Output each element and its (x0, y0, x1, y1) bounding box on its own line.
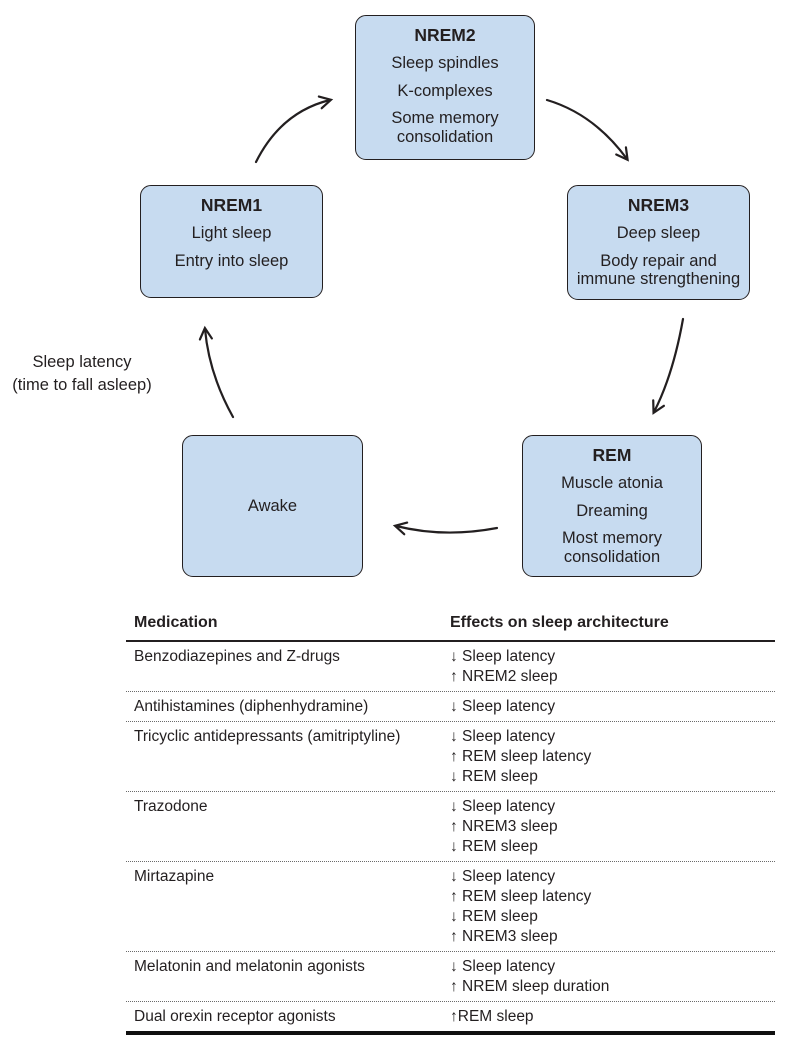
sleep-latency-label: Sleep latency (time to fall asleep) (4, 351, 160, 397)
col-header-effects: Effects on sleep architecture (450, 614, 669, 631)
sleep-latency-label-line1: Sleep latency (32, 353, 132, 371)
medication-cell: Mirtazapine (134, 868, 215, 885)
node-nrem2: NREM2 Sleep spindles K-complexes Some me… (355, 15, 535, 160)
node-rem-title: REM (592, 445, 632, 465)
arrow-nrem2-to-nrem3-icon (545, 98, 629, 162)
medication-cell: Melatonin and melatonin agonists (134, 958, 365, 975)
effects-cell: ↓ Sleep latency ↑ NREM3 sleep ↓ REM slee… (450, 797, 775, 857)
effect-line: ↑ NREM sleep duration (450, 978, 610, 995)
medication-cell: Tricyclic antidepressants (amitriptyline… (134, 728, 401, 745)
node-nrem1-title: NREM1 (200, 195, 263, 215)
effects-cell: ↓ Sleep latency ↑ NREM sleep duration (450, 957, 775, 997)
node-nrem3-title: NREM3 (627, 195, 690, 215)
node-nrem3-line: Body repair and immune strengthening (576, 251, 741, 289)
node-nrem2-title: NREM2 (414, 25, 476, 45)
sleep-latency-label-line2: (time to fall asleep) (12, 376, 152, 394)
effect-line: ↓ REM sleep (450, 908, 538, 925)
node-nrem1-line: Light sleep (191, 224, 272, 243)
node-nrem2-line: Some memory consolidation (391, 109, 499, 146)
table-row: Dual orexin receptor agonists ↑REM sleep (126, 1002, 775, 1031)
node-nrem2-line: Sleep spindles (391, 54, 499, 73)
effect-line: ↓ Sleep latency (450, 698, 556, 715)
effect-line: ↓ REM sleep (450, 768, 538, 785)
medication-effects-table: Medication Effects on sleep architecture… (126, 611, 775, 1035)
effect-line: ↓ Sleep latency (450, 958, 556, 975)
effects-cell: ↓ Sleep latency ↑ REM sleep latency ↓ RE… (450, 867, 775, 947)
node-nrem3: NREM3 Deep sleep Body repair and immune … (567, 185, 750, 300)
effect-line: ↑ REM sleep latency (450, 888, 592, 905)
table-header-row: Medication Effects on sleep architecture (126, 611, 775, 642)
table-row: Tricyclic antidepressants (amitriptyline… (126, 722, 775, 792)
effect-line: ↓ Sleep latency (450, 798, 556, 815)
arrow-nrem3-to-rem-icon (652, 317, 685, 415)
effect-line: ↑ REM sleep latency (450, 748, 592, 765)
table-row: Benzodiazepines and Z-drugs ↓ Sleep late… (126, 642, 775, 692)
effect-line: ↓ Sleep latency (450, 868, 556, 885)
effects-cell: ↑REM sleep (450, 1007, 775, 1027)
effect-line: ↑ NREM2 sleep (450, 668, 558, 685)
medication-cell: Dual orexin receptor agonists (134, 1008, 336, 1025)
effect-line: ↑ NREM3 sleep (450, 818, 558, 835)
col-header-medication: Medication (134, 614, 218, 631)
arrow-awake-to-nrem1-icon (198, 325, 235, 419)
node-nrem3-line: Deep sleep (616, 224, 701, 243)
medication-cell: Antihistamines (diphenhydramine) (134, 698, 369, 715)
node-nrem1-line: Entry into sleep (174, 251, 289, 270)
table-row: Antihistamines (diphenhydramine) ↓ Sleep… (126, 692, 775, 722)
effect-line: ↑REM sleep (450, 1008, 534, 1025)
node-rem-line: Muscle atonia (561, 474, 663, 493)
node-rem-line: Dreaming (576, 501, 648, 520)
medication-cell: Benzodiazepines and Z-drugs (134, 648, 340, 665)
arrow-rem-to-awake-icon (392, 521, 499, 536)
medication-cell: Trazodone (134, 798, 208, 815)
effects-cell: ↓ Sleep latency ↑ NREM2 sleep (450, 647, 775, 687)
effect-line: ↓ Sleep latency (450, 648, 556, 665)
node-rem-line: Most memory consolidation (562, 529, 662, 566)
node-nrem1: NREM1 Light sleep Entry into sleep (140, 185, 323, 298)
node-nrem2-line: K-complexes (397, 81, 493, 100)
arrow-nrem1-to-nrem2-icon (254, 95, 334, 164)
effects-cell: ↓ Sleep latency (450, 697, 775, 717)
table-row: Trazodone ↓ Sleep latency ↑ NREM3 sleep … (126, 792, 775, 862)
node-rem: REM Muscle atonia Dreaming Most memory c… (522, 435, 702, 577)
node-awake: Awake (182, 435, 363, 577)
effect-line: ↓ Sleep latency (450, 728, 556, 745)
effect-line: ↓ REM sleep (450, 838, 538, 855)
effects-cell: ↓ Sleep latency ↑ REM sleep latency ↓ RE… (450, 727, 775, 787)
table-row: Melatonin and melatonin agonists ↓ Sleep… (126, 952, 775, 1002)
effect-line: ↑ NREM3 sleep (450, 928, 558, 945)
table-row: Mirtazapine ↓ Sleep latency ↑ REM sleep … (126, 862, 775, 952)
node-awake-label: Awake (247, 496, 298, 515)
